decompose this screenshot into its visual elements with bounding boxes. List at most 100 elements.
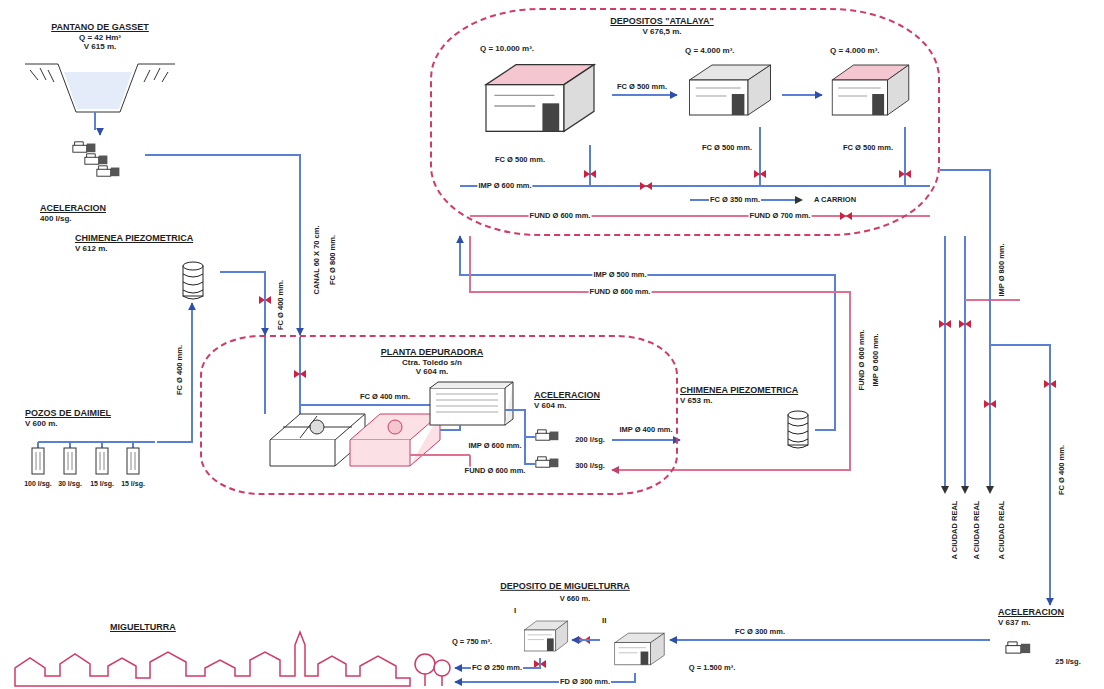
pipe-label: FUND Ø 600 mm. (529, 212, 592, 221)
pipe-label: FC Ø 500 mm. (842, 144, 894, 153)
water-tank: Q = 10.000 m³. (472, 42, 612, 147)
town-skyline (15, 632, 450, 686)
pipe-label: FC Ø 350 mm. (709, 196, 761, 205)
pipe-lines (460, 127, 1020, 490)
reservoir-drawing (94, 112, 96, 130)
reservoir: PANTANO DE GASSETQ = 42 Hm³V 615 m. (20, 22, 184, 130)
pipe-label: Q = 1.500 m³. (688, 664, 736, 673)
treatment-plant-drawing (430, 382, 513, 425)
node-heading: Q = 10.000 m³. (480, 44, 534, 54)
flow-arrow (795, 196, 803, 204)
node-heading: II (602, 616, 606, 626)
tank-drawing (832, 65, 909, 115)
treatment-plant-drawing (300, 404, 430, 406)
treatment-plant-drawing (436, 394, 498, 412)
node-text: CHIMENEA PIEZOMETRICAV 612 m. (75, 233, 193, 253)
node-subtext: V 604 m. (352, 367, 512, 377)
valve-symbol (984, 400, 996, 408)
town-skyline (15, 632, 410, 686)
pipe-lines (945, 236, 990, 490)
tank-drawing (486, 65, 594, 132)
return-pipe (470, 236, 850, 470)
pipe-label: FC Ø 400 mm. (359, 393, 411, 402)
pipe-label: A CIUDAD REAL (973, 500, 982, 561)
surge-chimney (183, 262, 808, 448)
node-heading: ACELERACION (534, 390, 600, 401)
supply-pipe (99, 130, 101, 135)
supply-pipe (460, 236, 835, 430)
treatment-plant-drawing (270, 414, 365, 440)
node-subtext: Q = 42 Hm³ (20, 33, 180, 43)
pipe-label: FC Ø 800 mm. (329, 234, 338, 286)
node-text: ACELERACION400 l/sg. (40, 203, 106, 223)
treatment-plant-drawing (310, 420, 324, 434)
treatment-plant-drawing (410, 455, 470, 470)
pump-symbol (536, 430, 559, 440)
supply-pipe (572, 639, 600, 641)
wells (38, 442, 155, 448)
pipe-label: FC Ø 300 mm. (734, 628, 786, 637)
node-heading: Q = 4.000 m³. (830, 46, 880, 56)
pipe-label: A CIUDAD REAL (951, 500, 960, 561)
surge-chimney (183, 262, 203, 299)
node-text: Q = 4.000 m³. (685, 46, 735, 56)
wells (64, 448, 76, 474)
node-text: II (602, 616, 606, 626)
node-text: Q = 10.000 m³. (480, 44, 534, 54)
pipe-label: 25 l/sg. (1054, 658, 1081, 667)
node-text: CHIMENEA PIEZOMETRICAV 653 m. (680, 385, 798, 405)
node-text: ACELERACIONV 637 m. (998, 607, 1064, 627)
flow-arrow (795, 196, 994, 494)
node-heading: I (514, 606, 516, 616)
water-tank: II (600, 616, 670, 673)
pipe-label: FC Ø 250 mm. (471, 664, 523, 673)
tank-drawing (486, 65, 909, 665)
pipe-label: FUND Ø 700 mm. (749, 212, 812, 221)
water-tank: Q = 4.000 m³. (677, 44, 782, 129)
node-subtext: V 600 m. (25, 419, 111, 429)
pipe-label: A CIUDAD REAL (998, 500, 1007, 561)
water-tank: I (512, 606, 572, 658)
pipe-label: 15 l/sg. (89, 480, 115, 488)
node-subtext: V 653 m. (680, 396, 798, 406)
flow-arrow (941, 486, 949, 494)
node-subtext: V 612 m. (75, 244, 193, 254)
pipe-label: FC Ø 400 mm. (277, 279, 286, 331)
treatment-plant-drawing (505, 410, 535, 464)
supply-pipe (670, 639, 990, 641)
pipe-label: FUND Ø 600 mm. (464, 467, 527, 476)
pipe-label: FC Ø 500 mm. (701, 144, 753, 153)
pipe-lines (590, 127, 905, 186)
node-heading: MIGUELTURRA (110, 622, 176, 633)
wells (96, 448, 108, 474)
node-text: MIGUELTURRA (110, 622, 176, 633)
node-text: DEPOSITOS "ATALAYA"V 676,5 m. (562, 16, 762, 36)
supply-pipe (612, 94, 677, 96)
pipe-label: IMP Ø 600 mm. (467, 442, 522, 451)
node-heading: ACELERACION (40, 203, 106, 214)
town: MIGUELTURRA (15, 622, 455, 686)
pipe-label: 100 l/sg. (23, 480, 53, 488)
treatment-plant-drawing (350, 414, 440, 440)
pipe-lines (965, 299, 1020, 301)
valve-symbol (754, 170, 766, 178)
treatment-plant: PLANTA DEPURADORACtra. Toledo s/nV 604 m… (200, 335, 678, 495)
wells: POZOS DE DAIMIELV 600 m. (25, 408, 157, 490)
surge-chimney: CHIMENEA PIEZOMETRICAV 653 m. (680, 385, 815, 460)
node-subtext: 400 l/sg. (40, 214, 106, 224)
supply-pipe (612, 439, 680, 441)
supply-pipe (157, 303, 192, 442)
pump-symbol (97, 166, 120, 176)
node-heading: CHIMENEA PIEZOMETRICA (75, 233, 193, 244)
pipe-label: 30 l/sg. (57, 480, 83, 488)
valve-symbol (899, 170, 911, 178)
node-subtext: V 637 m. (998, 618, 1064, 628)
pipe-label: 15 l/sg. (120, 480, 146, 488)
town-skyline (425, 674, 442, 686)
node-text: PANTANO DE GASSETQ = 42 Hm³V 615 m. (20, 22, 180, 52)
node-text: Q = 4.000 m³. (830, 46, 880, 56)
reservoir-drawing (25, 64, 175, 130)
valve-symbol (584, 170, 596, 178)
wells (32, 448, 44, 474)
